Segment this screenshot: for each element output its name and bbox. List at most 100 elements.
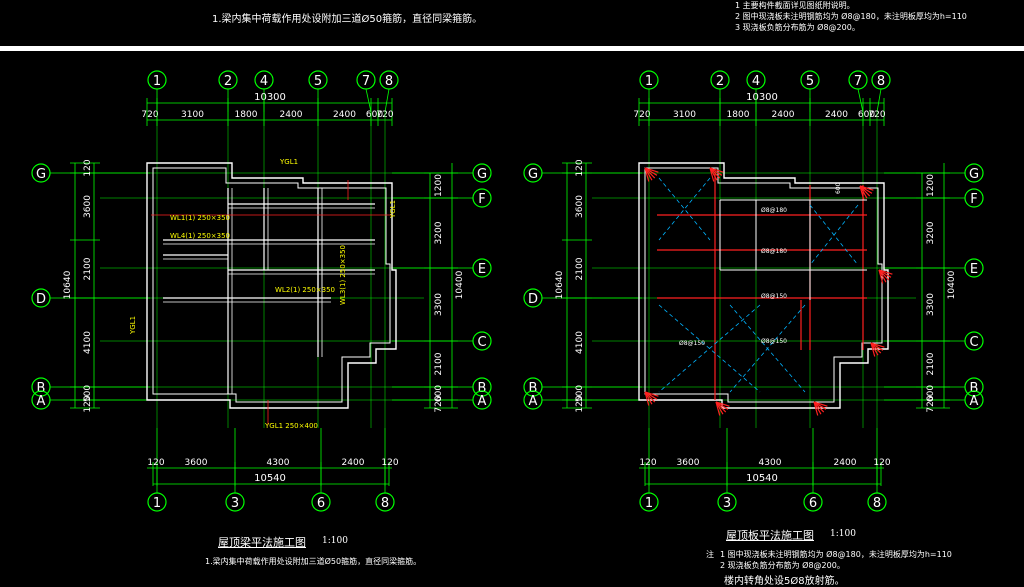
top-note-right-2: 2 图中现浇板未注明钢筋均为 Ø8@180，未注明板厚均为h=110 xyxy=(735,12,967,21)
axis-bubble-bottom-8-label: 8 xyxy=(873,496,881,511)
axis-bubble-right-B-label: B xyxy=(970,381,979,396)
axis-bubble-right-F-label: F xyxy=(970,192,977,207)
right-plan-scale: 1:100 xyxy=(830,529,856,539)
corner-fan-1 xyxy=(709,167,715,182)
corner-fan-0 xyxy=(644,167,650,182)
dim-top-1: 3100 xyxy=(673,110,696,120)
dim-top-5: 600 xyxy=(366,110,383,120)
axis-lead-top-8 xyxy=(384,88,390,113)
dim-total-left-text: 10640 xyxy=(555,270,565,299)
outer-wall xyxy=(146,162,397,409)
right-plan-note-1: 1 图中现浇板未注明钢筋均为 Ø8@180，未注明板厚均为h=110 xyxy=(720,550,952,559)
top-notes-bar: 1.梁内集中荷载作用处设附加三道Ø50箍筋，直径同梁箍筋。 1 主要构件截面详见… xyxy=(0,0,1024,46)
dim-top-4: 2400 xyxy=(333,110,356,120)
axis-bubble-right-C-label: C xyxy=(477,335,486,350)
dim-total-top-text: 10300 xyxy=(254,92,286,103)
slab-label-5: 600 xyxy=(835,182,842,194)
right-plan-note-prefix: 注 xyxy=(706,550,714,559)
axis-bubble-bottom-1-label: 1 xyxy=(645,496,653,511)
axis-bubble-right-G-label: G xyxy=(477,167,487,182)
corner-fan-7 xyxy=(859,185,865,200)
dim-right-4: 600 xyxy=(434,385,444,402)
slab-label-4: Ø8@150 xyxy=(679,340,705,347)
axis-bubble-bottom-6-label: 6 xyxy=(809,496,817,511)
right-plan-note-2: 2 现浇板负筋分布筋为 Ø8@200。 xyxy=(720,561,845,570)
corner-fan-3 xyxy=(715,401,721,416)
inner-wall xyxy=(152,167,391,403)
slab-diagonal-3 xyxy=(658,304,761,393)
axis-bubble-bottom-1-label: 1 xyxy=(153,496,161,511)
axis-bubble-left-B-label: B xyxy=(529,381,538,396)
top-note-left: 1.梁内集中荷载作用处设附加三道Ø50箍筋，直径同梁箍筋。 xyxy=(212,14,483,25)
dim-right-0: 1200 xyxy=(434,174,444,197)
corner-fan-6 xyxy=(870,342,876,357)
slab-label-0: Ø8@180 xyxy=(761,207,787,214)
left-plan-title: 屋顶梁平法施工图 xyxy=(218,536,306,549)
slab-label-1: Ø8@180 xyxy=(761,248,787,255)
axis-bubble-right-A-label: A xyxy=(478,394,487,409)
dim-top-5: 600 xyxy=(858,110,875,120)
beam-label-3: WL1(1) 250×350 xyxy=(170,214,230,222)
slab-diagonal-7 xyxy=(809,204,859,266)
dim-total-bottom-text: 10540 xyxy=(746,473,778,484)
axis-bubble-bottom-3-label: 3 xyxy=(723,496,731,511)
dim-bottom-4: 120 xyxy=(381,458,398,468)
beam-label-4: WL2(1) 250×350 xyxy=(275,286,335,294)
dim-right-5: 720 xyxy=(434,395,444,412)
dim-bottom-2: 4300 xyxy=(267,458,290,468)
dim-top-2: 1800 xyxy=(727,110,750,120)
right-plan-title: 屋顶板平法施工图 xyxy=(726,529,814,542)
dim-total-right-text: 10400 xyxy=(947,270,957,299)
dim-left-0: 120 xyxy=(575,159,585,176)
dim-top-4: 2400 xyxy=(825,110,848,120)
axis-lead-top-8 xyxy=(876,88,882,113)
dim-left-1: 3600 xyxy=(83,195,93,218)
dim-right-2: 3300 xyxy=(434,293,444,316)
dim-left-3: 4100 xyxy=(83,331,93,354)
axis-bubble-right-B-label: B xyxy=(478,381,487,396)
dim-total-bottom-text: 10540 xyxy=(254,473,286,484)
axis-bubble-left-G-label: G xyxy=(36,167,46,182)
dim-left-2: 2100 xyxy=(83,257,93,280)
dim-left-4: 500 xyxy=(83,385,93,402)
dim-top-2: 1800 xyxy=(235,110,258,120)
dim-right-3: 2100 xyxy=(434,352,444,375)
corner-fan-5 xyxy=(878,269,884,284)
slab-label-2: Ø8@150 xyxy=(761,293,787,300)
dim-right-2: 3300 xyxy=(926,293,936,316)
divider-band xyxy=(0,46,1024,51)
dim-right-5: 720 xyxy=(926,395,936,412)
axis-bubble-left-D-label: D xyxy=(36,292,46,307)
dim-right-1: 3200 xyxy=(926,221,936,244)
corner-fan-2 xyxy=(644,391,650,406)
axis-lead-top-7 xyxy=(365,88,372,113)
dim-left-5: 120 xyxy=(575,395,585,412)
axis-bubble-right-G-label: G xyxy=(969,167,979,182)
axis-bubble-left-A-label: A xyxy=(37,394,46,409)
dim-left-4: 500 xyxy=(575,385,585,402)
axis-bubble-right-F-label: F xyxy=(478,192,485,207)
dim-top-0: 720 xyxy=(141,110,158,120)
axis-bubble-top-7-label: 7 xyxy=(362,74,370,89)
dim-bottom-2: 4300 xyxy=(759,458,782,468)
dim-bottom-0: 120 xyxy=(147,458,164,468)
dim-right-3: 2100 xyxy=(926,352,936,375)
slab-diagonal-5 xyxy=(729,304,806,393)
axis-bubble-left-B-label: B xyxy=(37,381,46,396)
top-note-right-1: 1 主要构件截面详见图纸附说明。 xyxy=(735,1,855,10)
axis-bubble-right-A-label: A xyxy=(970,394,979,409)
dim-total-top-text: 10300 xyxy=(746,92,778,103)
beam-label-6: WL4(1) 250×350 xyxy=(170,232,230,240)
beam-label-1: YGL1 xyxy=(389,200,397,219)
dim-left-2: 2100 xyxy=(575,257,585,280)
beam-label-0: YGL1 xyxy=(279,158,298,166)
axis-bubble-bottom-8-label: 8 xyxy=(381,496,389,511)
top-note-right-3: 3 现浇板负筋分布筋为 Ø8@200。 xyxy=(735,23,860,32)
axis-bubble-top-5-label: 5 xyxy=(314,74,322,89)
axis-bubble-bottom-3-label: 3 xyxy=(231,496,239,511)
dim-bottom-4: 120 xyxy=(873,458,890,468)
axis-bubble-bottom-6-label: 6 xyxy=(317,496,325,511)
